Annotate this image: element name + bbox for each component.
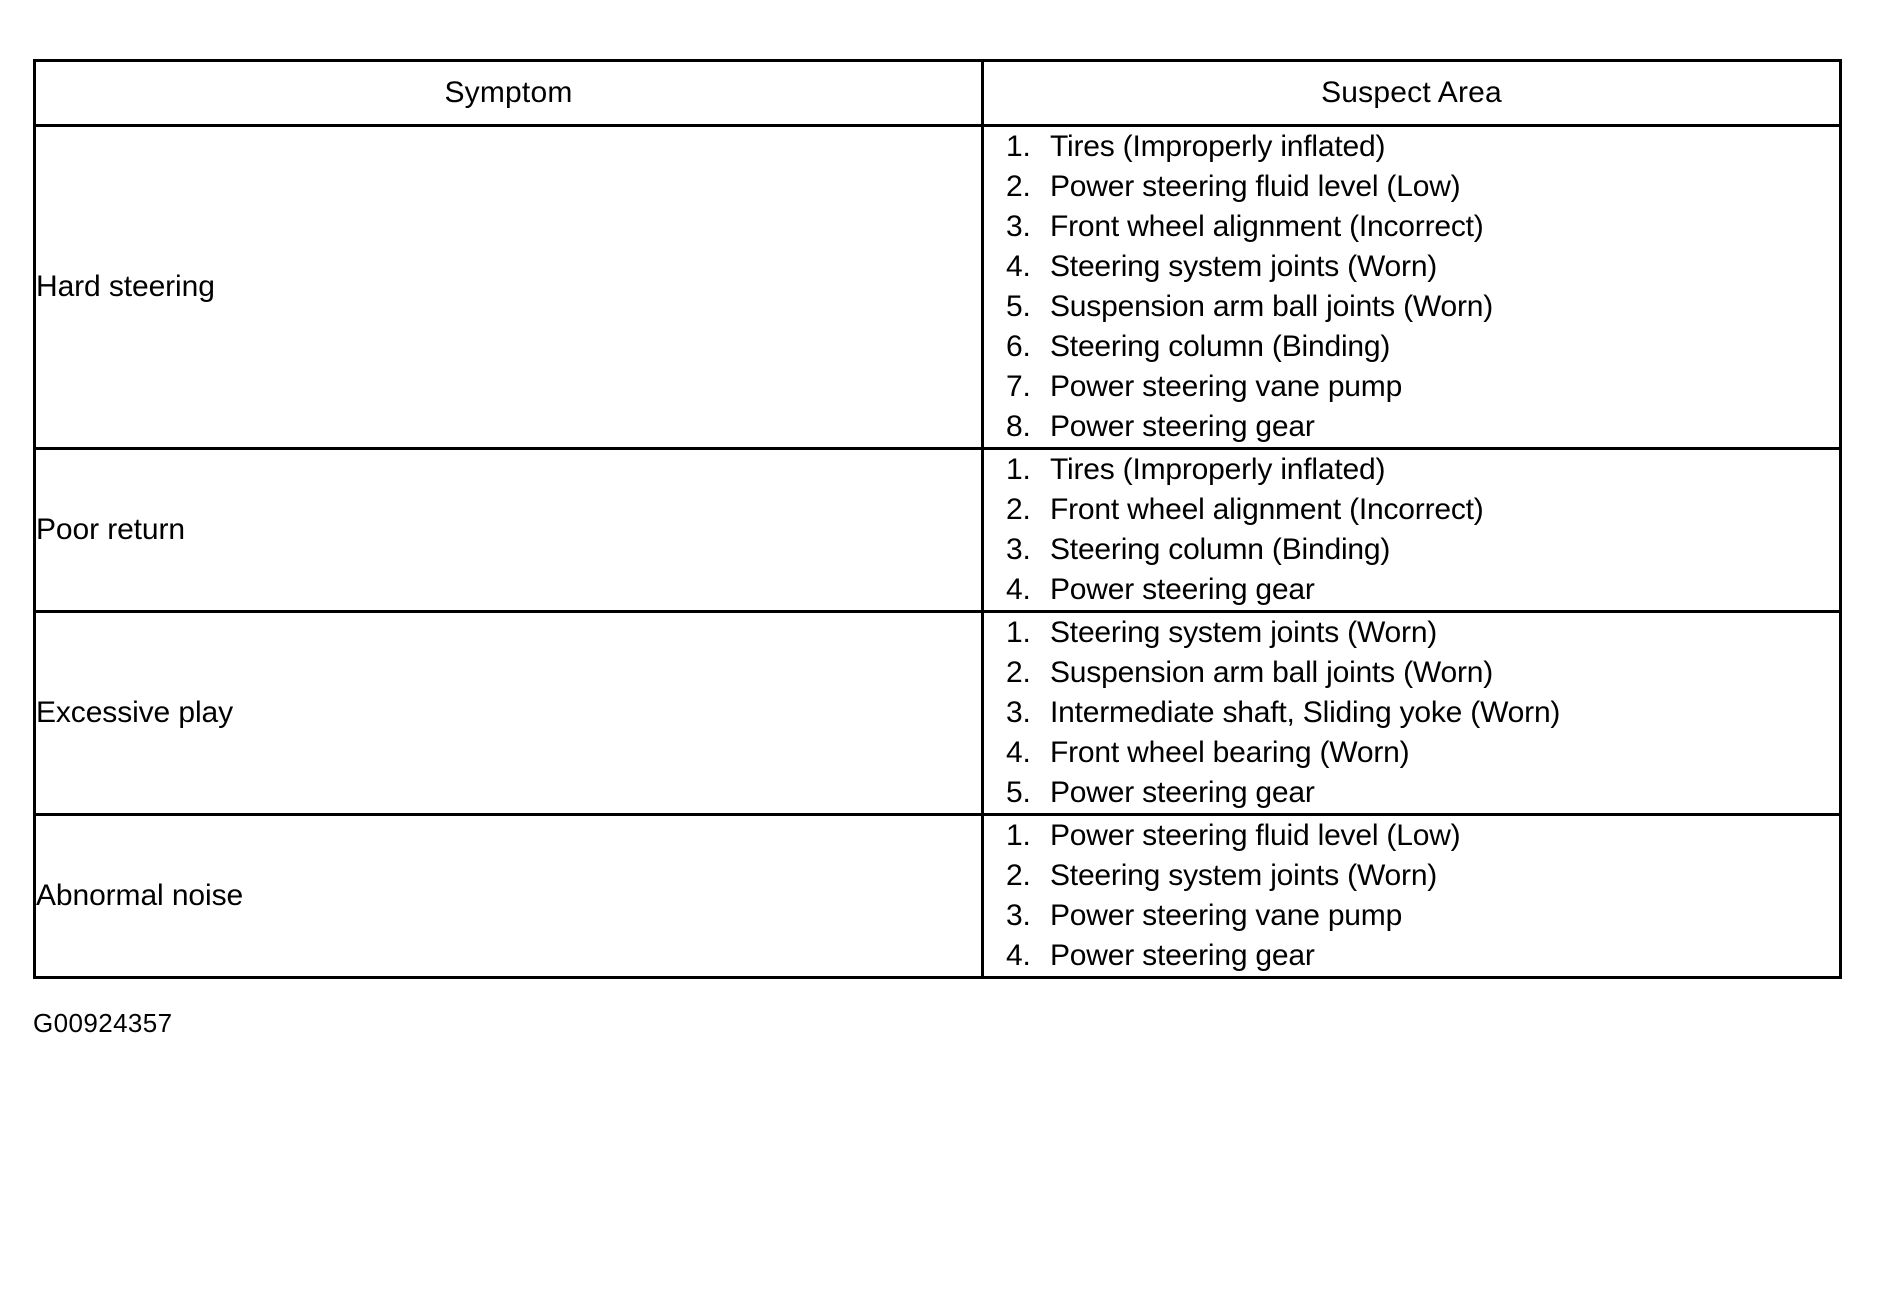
suspect-area-list: 1. Tires (Improperly inflated) 2. Power st…	[984, 127, 1839, 447]
list-item-text: Front wheel alignment (Incorrect)	[1050, 493, 1484, 526]
list-item-text: Suspension arm ball joints (Worn)	[1050, 656, 1494, 689]
figure-reference-code: G00924357	[33, 1008, 173, 1038]
list-item-number: 5.	[1006, 776, 1031, 809]
list-item-number: 3.	[1006, 899, 1031, 932]
list-item-number: 8.	[1006, 410, 1031, 443]
list-item: 4. Power steering gear	[1006, 936, 1839, 976]
list-item-number: 3.	[1006, 533, 1031, 566]
list-item: 3. Front wheel alignment (Incorrect)	[1006, 207, 1839, 247]
list-item-number: 3.	[1006, 696, 1031, 729]
list-item-text: Tires (Improperly inflated)	[1050, 130, 1386, 163]
symptom-label: Abnormal noise	[36, 879, 244, 912]
list-item-number: 4.	[1006, 573, 1031, 606]
column-header-suspect-area-label: Suspect Area	[1321, 76, 1502, 109]
list-item: 4. Power steering gear	[1006, 570, 1839, 610]
list-item-text: Steering column (Binding)	[1050, 330, 1391, 363]
symptom-cell: Hard steering	[33, 124, 984, 450]
list-item: 2. Front wheel alignment (Incorrect)	[1006, 490, 1839, 530]
list-item-text: Power steering vane pump	[1050, 899, 1403, 932]
list-item: 2. Steering system joints (Worn)	[1006, 856, 1839, 896]
list-item: 3. Intermediate shaft, Sliding yoke (Worn…	[1006, 693, 1839, 733]
column-header-suspect-area: Suspect Area	[981, 59, 1842, 127]
list-item-number: 4.	[1006, 736, 1031, 769]
list-item: 1. Steering system joints (Worn)	[1006, 613, 1839, 653]
list-item-text: Power steering gear	[1050, 939, 1315, 972]
table-row: Hard steering 1. Tires (Improperly inflat…	[33, 124, 1842, 450]
list-item-text: Power steering vane pump	[1050, 370, 1403, 403]
list-item-text: Power steering gear	[1050, 776, 1315, 809]
list-item-text: Steering system joints (Worn)	[1050, 859, 1438, 892]
list-item-text: Front wheel bearing (Worn)	[1050, 736, 1410, 769]
list-item-number: 1.	[1006, 453, 1031, 486]
symptom-label: Excessive play	[36, 696, 234, 729]
suspect-area-list: 1. Power steering fluid level (Low) 2. Ste…	[984, 816, 1839, 976]
suspect-area-list: 1. Tires (Improperly inflated) 2. Front wh…	[984, 450, 1839, 610]
table-row: Poor return 1. Tires (Improperly inflated…	[33, 447, 1842, 613]
list-item-number: 4.	[1006, 250, 1031, 283]
table-header-row: Symptom Suspect Area	[33, 59, 1842, 127]
list-item-number: 6.	[1006, 330, 1031, 363]
list-item: 2. Power steering fluid level (Low)	[1006, 167, 1839, 207]
suspect-area-list: 1. Steering system joints (Worn) 2. Suspen…	[984, 613, 1839, 813]
list-item-number: 5.	[1006, 290, 1031, 323]
list-item-text: Steering system joints (Worn)	[1050, 250, 1438, 283]
symptom-label: Hard steering	[36, 270, 215, 303]
list-item: 1. Tires (Improperly inflated)	[1006, 127, 1839, 167]
list-item: 2. Suspension arm ball joints (Worn)	[1006, 653, 1839, 693]
suspect-area-cell: 1. Power steering fluid level (Low) 2. Ste…	[981, 813, 1842, 979]
list-item-number: 1.	[1006, 616, 1031, 649]
list-item: 7. Power steering vane pump	[1006, 367, 1839, 407]
symptom-cell: Poor return	[33, 447, 984, 613]
table-row: Excessive play 1. Steering system joints …	[33, 610, 1842, 816]
list-item-text: Power steering fluid level (Low)	[1050, 170, 1461, 203]
symptom-cell: Excessive play	[33, 610, 984, 816]
symptom-label: Poor return	[36, 513, 185, 546]
list-item-text: Power steering fluid level (Low)	[1050, 819, 1461, 852]
list-item: 5. Suspension arm ball joints (Worn)	[1006, 287, 1839, 327]
list-item-text: Suspension arm ball joints (Worn)	[1050, 290, 1494, 323]
diagnostic-table: Symptom Suspect Area Hard steering 1. Tir…	[33, 59, 1842, 979]
suspect-area-cell: 1. Steering system joints (Worn) 2. Suspen…	[981, 610, 1842, 816]
table-header: Symptom Suspect Area	[33, 59, 1842, 127]
symptom-cell: Abnormal noise	[33, 813, 984, 979]
list-item-number: 2.	[1006, 859, 1031, 892]
list-item: 4. Steering system joints (Worn)	[1006, 247, 1839, 287]
list-item-number: 4.	[1006, 939, 1031, 972]
column-header-symptom: Symptom	[33, 59, 984, 127]
list-item: 1. Power steering fluid level (Low)	[1006, 816, 1839, 856]
list-item-number: 2.	[1006, 656, 1031, 689]
list-item-text: Front wheel alignment (Incorrect)	[1050, 210, 1484, 243]
list-item: 8. Power steering gear	[1006, 407, 1839, 447]
list-item-text: Intermediate shaft, Sliding yoke (Worn)	[1050, 696, 1561, 729]
list-item-number: 7.	[1006, 370, 1031, 403]
list-item: 5. Power steering gear	[1006, 773, 1839, 813]
table-row: Abnormal noise 1. Power steering fluid le…	[33, 813, 1842, 979]
list-item: 6. Steering column (Binding)	[1006, 327, 1839, 367]
table-body: Hard steering 1. Tires (Improperly inflat…	[33, 124, 1842, 979]
list-item-text: Power steering gear	[1050, 410, 1315, 443]
list-item-number: 2.	[1006, 493, 1031, 526]
list-item: 4. Front wheel bearing (Worn)	[1006, 733, 1839, 773]
list-item-text: Steering system joints (Worn)	[1050, 616, 1438, 649]
suspect-area-cell: 1. Tires (Improperly inflated) 2. Front wh…	[981, 447, 1842, 613]
list-item: 3. Power steering vane pump	[1006, 896, 1839, 936]
list-item-text: Tires (Improperly inflated)	[1050, 453, 1386, 486]
column-header-symptom-label: Symptom	[444, 76, 573, 109]
list-item: 1. Tires (Improperly inflated)	[1006, 450, 1839, 490]
list-item-text: Power steering gear	[1050, 573, 1315, 606]
list-item-number: 3.	[1006, 210, 1031, 243]
suspect-area-cell: 1. Tires (Improperly inflated) 2. Power st…	[981, 124, 1842, 450]
list-item-number: 2.	[1006, 170, 1031, 203]
list-item-number: 1.	[1006, 819, 1031, 852]
list-item: 3. Steering column (Binding)	[1006, 530, 1839, 570]
list-item-text: Steering column (Binding)	[1050, 533, 1391, 566]
list-item-number: 1.	[1006, 130, 1031, 163]
